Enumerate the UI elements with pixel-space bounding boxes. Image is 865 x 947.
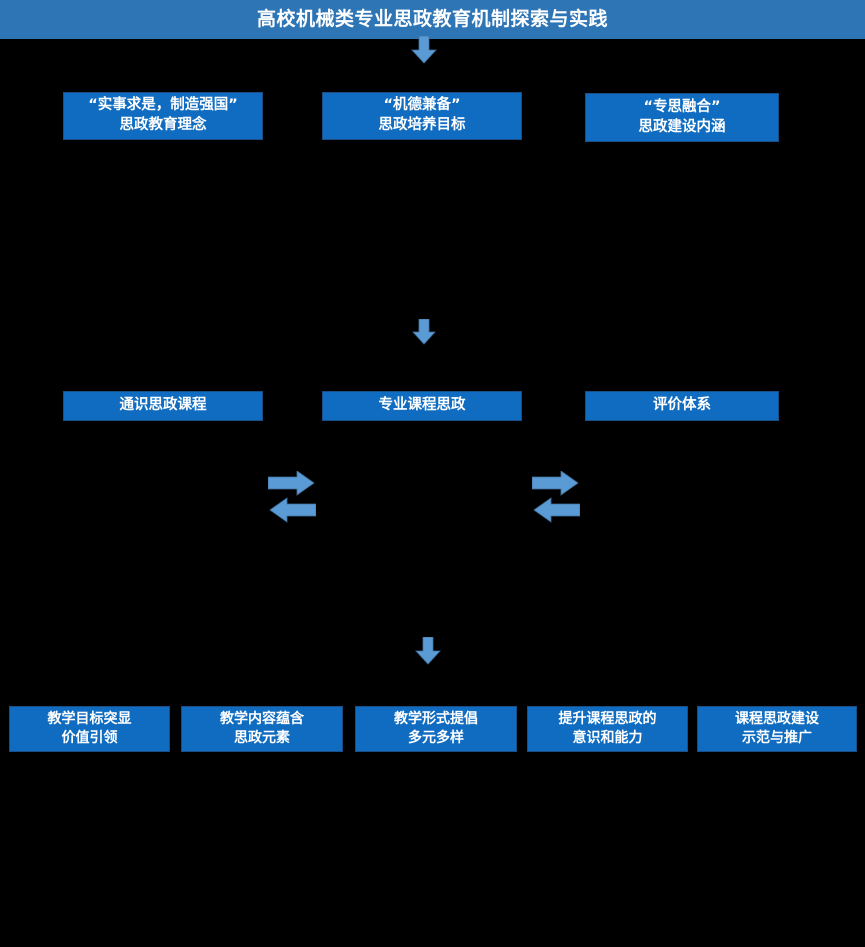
outcome-box-4[interactable]: 提升课程思政的 意识和能力 [527, 706, 688, 752]
outcome-box-1[interactable]: 教学目标突显 价值引领 [9, 706, 170, 752]
system-box-1-label: 通识思政课程 [119, 397, 207, 414]
swap-arrow-left-icon [268, 471, 316, 523]
system-box-2-label: 专业课程思政 [378, 397, 466, 414]
arrow-tier1-to-tier2-icon [411, 319, 437, 345]
system-box-3-label: 评价体系 [653, 397, 711, 414]
outcome-box-3-label: 教学形式提倡 多元多样 [394, 711, 478, 746]
outcome-box-1-label: 教学目标突显 价值引领 [47, 711, 132, 746]
system-box-1[interactable]: 通识思政课程 [63, 391, 263, 421]
outcome-box-5[interactable]: 课程思政建设 示范与推广 [697, 706, 857, 752]
outcome-box-4-label: 提升课程思政的 意识和能力 [558, 711, 657, 746]
system-box-2[interactable]: 专业课程思政 [322, 391, 522, 421]
arrow-header-to-tier1-icon [410, 36, 438, 64]
page-title: 高校机械类专业思政教育机制探索与实践 [256, 8, 608, 30]
concept-box-2-label: “机德兼备” 思政培养目标 [378, 97, 466, 133]
outcome-box-2[interactable]: 教学内容蕴含 思政元素 [181, 706, 343, 752]
outcome-box-2-label: 教学内容蕴含 思政元素 [220, 711, 304, 746]
concept-box-2[interactable]: “机德兼备” 思政培养目标 [322, 92, 522, 140]
concept-box-3-label: “专思融合” 思政建设内涵 [638, 98, 726, 135]
outcome-box-3[interactable]: 教学形式提倡 多元多样 [355, 706, 517, 752]
arrow-tier2-to-tier3-icon [414, 637, 442, 665]
outcome-box-5-label: 课程思政建设 示范与推广 [735, 711, 819, 746]
diagram-title-banner: 高校机械类专业思政教育机制探索与实践 [0, 0, 865, 39]
concept-box-1[interactable]: “实事求是，制造强国” 思政教育理念 [63, 92, 263, 140]
swap-arrow-right-icon [532, 471, 580, 523]
concept-box-1-label: “实事求是，制造强国” 思政教育理念 [88, 97, 238, 133]
system-box-3[interactable]: 评价体系 [585, 391, 779, 421]
concept-box-3[interactable]: “专思融合” 思政建设内涵 [585, 93, 779, 142]
